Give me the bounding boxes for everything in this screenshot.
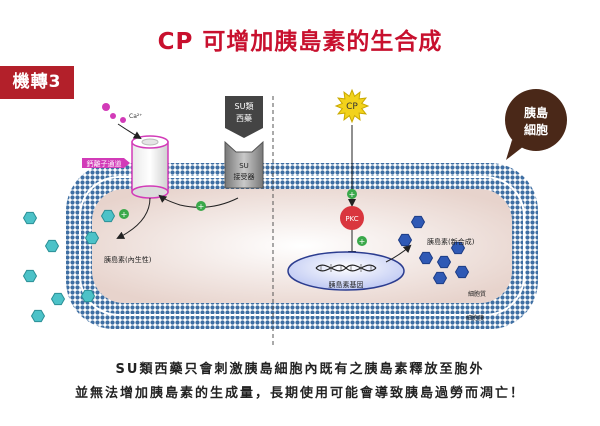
calcium-channel-tag: 鈣離子通道 xyxy=(82,158,130,168)
insulin-hexagon xyxy=(80,289,96,303)
insulin-hexagons xyxy=(22,209,116,323)
plus-icon: + xyxy=(347,189,357,199)
insulin-hexagon xyxy=(44,239,60,253)
su-drug-line1: SU類 xyxy=(235,101,254,111)
cp-label: CP xyxy=(346,102,358,112)
islet-cell-line1: 胰島 xyxy=(524,105,548,120)
new-insulin-hexagon xyxy=(450,241,466,255)
membrane-label: 細胞膜 xyxy=(466,314,484,322)
insulin-endogenous-label: 胰島素(內生性) xyxy=(104,255,152,264)
islet-cell-line2: 細胞 xyxy=(524,122,548,137)
new-insulin-hexagon xyxy=(454,265,470,279)
new-insulin-hexagon xyxy=(410,215,426,229)
receptor-to-channel-arrow xyxy=(158,194,239,208)
plus-icon: + xyxy=(119,209,129,219)
svg-text:+: + xyxy=(121,210,128,219)
new-insulin-hexagon xyxy=(418,251,434,265)
dna-icon xyxy=(315,264,377,272)
new-insulin-hexagon xyxy=(397,233,413,247)
insulin-hexagon xyxy=(84,231,100,245)
pkc-label: PKC xyxy=(345,215,358,223)
svg-text:+: + xyxy=(359,237,366,246)
cp-star-icon: CP xyxy=(334,88,370,124)
nucleus xyxy=(287,251,405,291)
cell-membrane xyxy=(66,163,538,329)
plus-icon: + xyxy=(196,201,206,211)
pkc-node: PKC xyxy=(340,206,364,230)
su-receptor-icon: SU 接受器 xyxy=(224,140,264,189)
gene-to-insulin-arrow xyxy=(385,244,412,263)
insulin-gene-label: 胰島素基因 xyxy=(329,280,364,289)
calcium-channel-icon xyxy=(131,135,169,199)
insulin-hexagon xyxy=(22,269,38,283)
insulin-hexagon xyxy=(22,211,38,225)
new-insulin-label: 胰島素(新合成) xyxy=(427,237,475,246)
su-receptor-line1: SU xyxy=(239,162,249,170)
channel-to-insulin-arrow xyxy=(116,197,151,239)
insulin-hexagon xyxy=(50,292,66,306)
islet-cell-badge: 胰島 細胞 xyxy=(505,89,567,160)
insulin-hexagon xyxy=(100,209,116,223)
cytoplasm-label: 細胞質 xyxy=(468,290,486,298)
caption-line-2: 並無法增加胰島素的生成量，長期使用可能會導致胰島過勞而凋亡！ xyxy=(74,386,525,401)
su-drug-box: SU類 西藥 xyxy=(225,96,263,138)
su-drug-line2: 西藥 xyxy=(236,113,252,123)
new-insulin-hexagon xyxy=(432,271,448,285)
calcium-channel-label: 鈣離子通道 xyxy=(87,159,122,168)
calcium-ions: Ca²⁺ xyxy=(102,103,142,140)
svg-text:+: + xyxy=(349,190,356,199)
page-title: CP 可增加胰島素的生合成 xyxy=(157,29,443,55)
svg-text:+: + xyxy=(198,202,205,211)
insulin-hexagon xyxy=(30,309,46,323)
new-insulin-hexagons xyxy=(397,215,470,285)
calcium-ion-label: Ca²⁺ xyxy=(129,113,142,120)
mechanism-badge: 機轉3 xyxy=(0,66,74,99)
caption-line-1: SU類西藥只會刺激胰島細胞內既有之胰島素釋放至胞外 xyxy=(115,362,485,377)
su-receptor-line2: 接受器 xyxy=(234,172,255,181)
new-insulin-hexagon xyxy=(436,255,452,269)
plus-icon: + xyxy=(357,236,367,246)
